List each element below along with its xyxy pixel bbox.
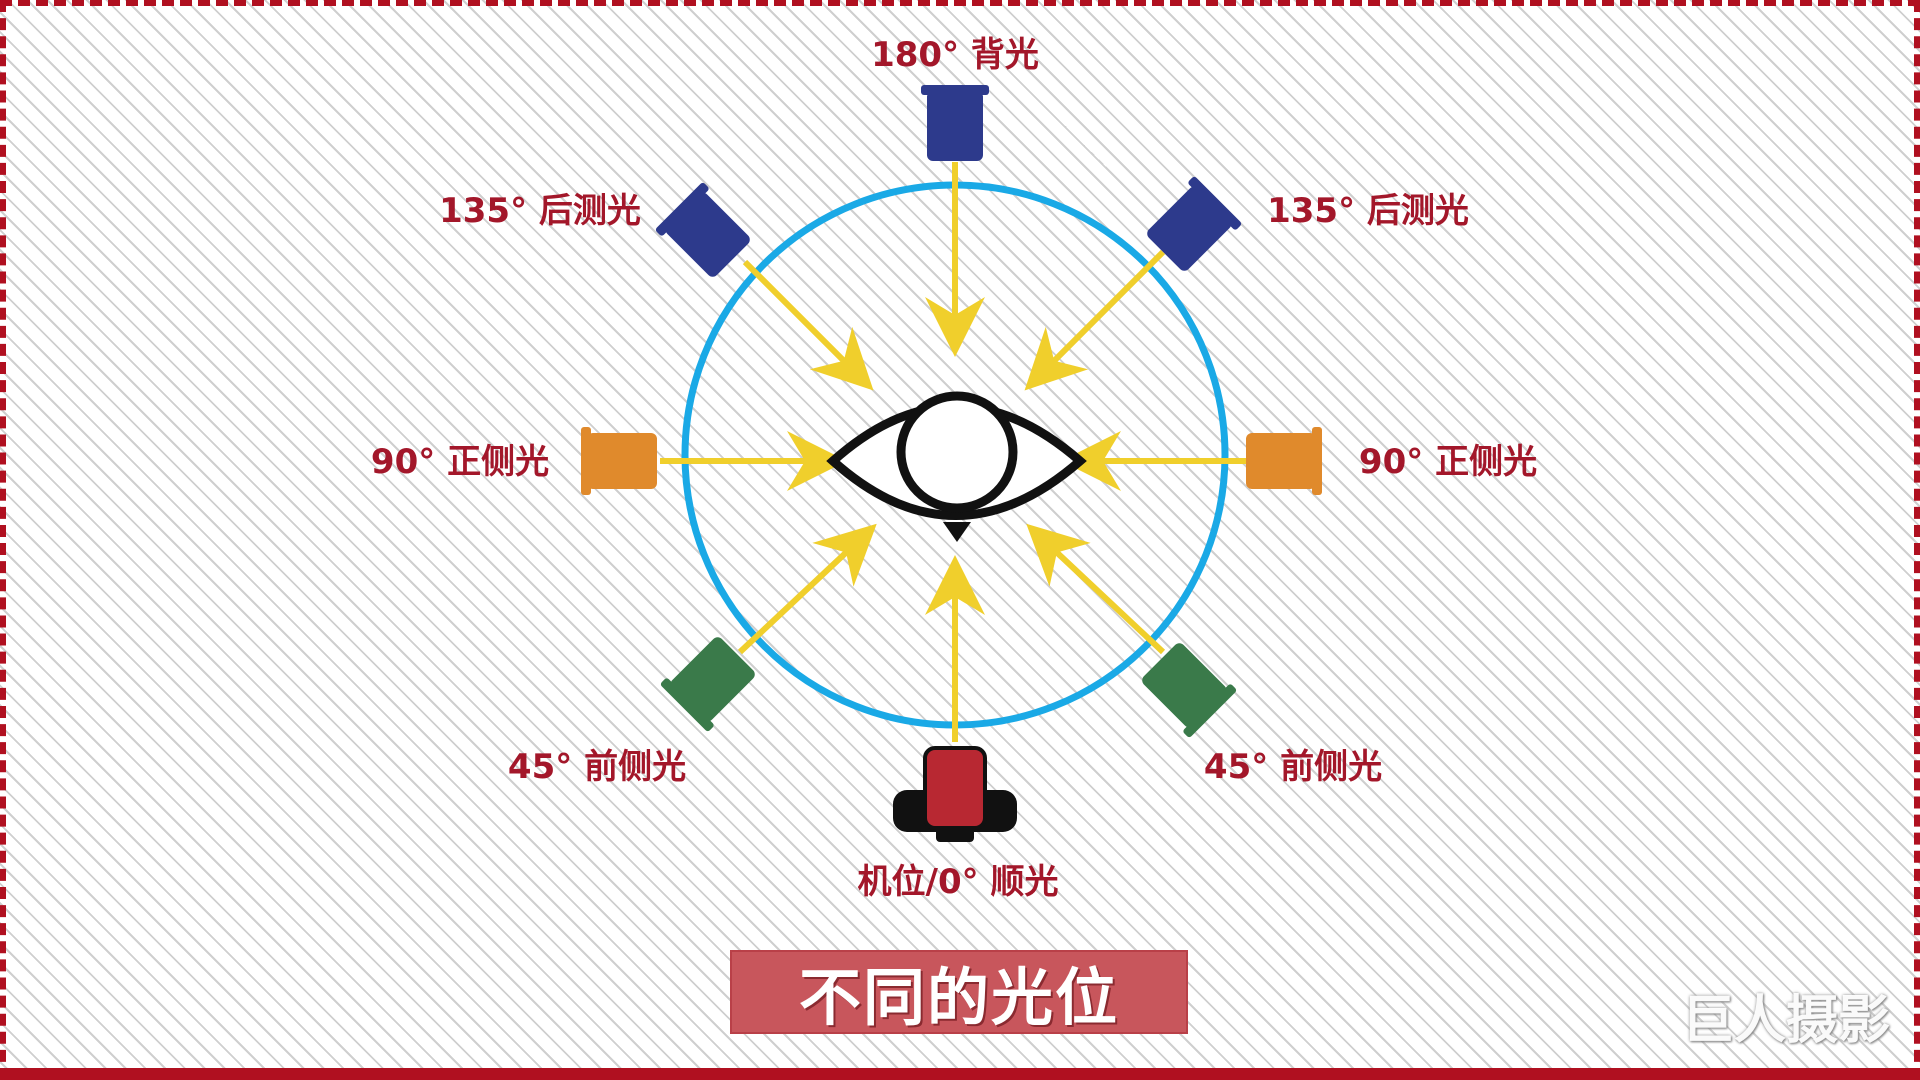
camera-icon: [893, 746, 1017, 842]
title-banner: 不同的光位: [730, 950, 1188, 1034]
light-icon: [921, 85, 989, 161]
page-title: 不同的光位: [798, 961, 1119, 1034]
label-45-front-right: 45° 前侧光: [1204, 747, 1382, 787]
label-camera-frontlight: 机位/0° 顺光: [858, 862, 1059, 902]
light-icon: [581, 427, 657, 495]
arrow-front-left: [737, 523, 877, 655]
light-icon: [1142, 643, 1237, 738]
light-icon: [660, 637, 755, 732]
watermark: 巨人摄影: [1681, 991, 1890, 1051]
label-135-rear-right: 135° 后测光: [1267, 191, 1469, 231]
label-135-rear-left: 135° 后测光: [439, 191, 641, 231]
label-45-front-left: 45° 前侧光: [508, 747, 686, 787]
arrow-rear-right: [1024, 249, 1166, 391]
light-icon: [655, 182, 750, 277]
label-90-side-left: 90° 正侧光: [371, 442, 549, 482]
light-icon: [1147, 176, 1242, 271]
eye-icon: [826, 391, 1087, 542]
arrow-rear-left: [742, 259, 874, 391]
label-180-backlight: 180° 背光: [871, 35, 1039, 75]
light-arrows: [660, 162, 1248, 742]
label-90-side-right: 90° 正侧光: [1359, 442, 1537, 482]
arrow-front-right: [1026, 523, 1166, 655]
light-icon: [1246, 427, 1322, 495]
